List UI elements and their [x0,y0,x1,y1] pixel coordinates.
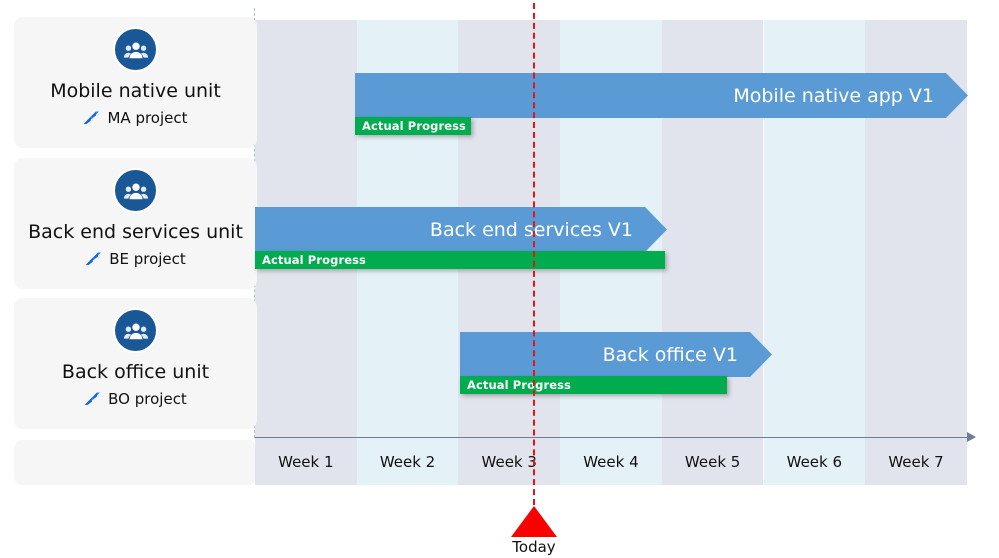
project-line[interactable]: BO project [84,390,187,408]
week-label-1: Week 1 [255,438,357,485]
timeline-axis-line [255,437,969,438]
project-label: MA project [107,109,188,127]
today-line [533,3,535,505]
project-label: BE project [109,250,186,268]
task-bar[interactable]: Mobile native app V1 [355,73,968,118]
unit-card-mobile-native[interactable]: Mobile native unit MA project [14,17,257,148]
progress-bar[interactable]: Actual Progress [255,251,665,269]
week-label-band: Week 1 Week 2 Week 3 Week 4 Week 5 Week … [255,438,967,485]
project-label: BO project [108,390,187,408]
jira-icon [84,392,101,405]
jira-icon [85,252,102,265]
timeline-axis-arrow-icon [967,432,976,442]
week-label-2: Week 2 [356,438,459,485]
week-label-3: Week 3 [458,438,561,485]
unit-card-back-end-services[interactable]: Back end services unit BE project [14,158,257,289]
today-label: Today [512,538,556,556]
week-label-6: Week 6 [763,438,866,485]
unit-card-axis-spacer [14,440,257,485]
unit-title: Mobile native unit [50,80,221,102]
week-label-5: Week 5 [661,438,764,485]
project-line[interactable]: MA project [83,109,188,127]
progress-bar[interactable]: Actual Progress [355,117,471,135]
progress-bar[interactable]: Actual Progress [460,376,727,394]
week-label-4: Week 4 [560,438,662,485]
team-people-icon [115,29,156,70]
task-bar[interactable]: Back office V1 [460,332,772,377]
today-marker-triangle-icon[interactable] [511,506,557,537]
unit-title: Back office unit [61,361,210,383]
jira-icon [84,111,100,124]
project-line[interactable]: BE project [85,250,186,268]
task-bar[interactable]: Back end services V1 [255,207,667,252]
unit-card-back-office[interactable]: Back office unit BO project [14,298,257,429]
team-people-icon [115,310,156,351]
team-people-icon [115,170,156,211]
week-label-7: Week 7 [865,438,967,485]
unit-title: Back end services unit [28,221,243,243]
